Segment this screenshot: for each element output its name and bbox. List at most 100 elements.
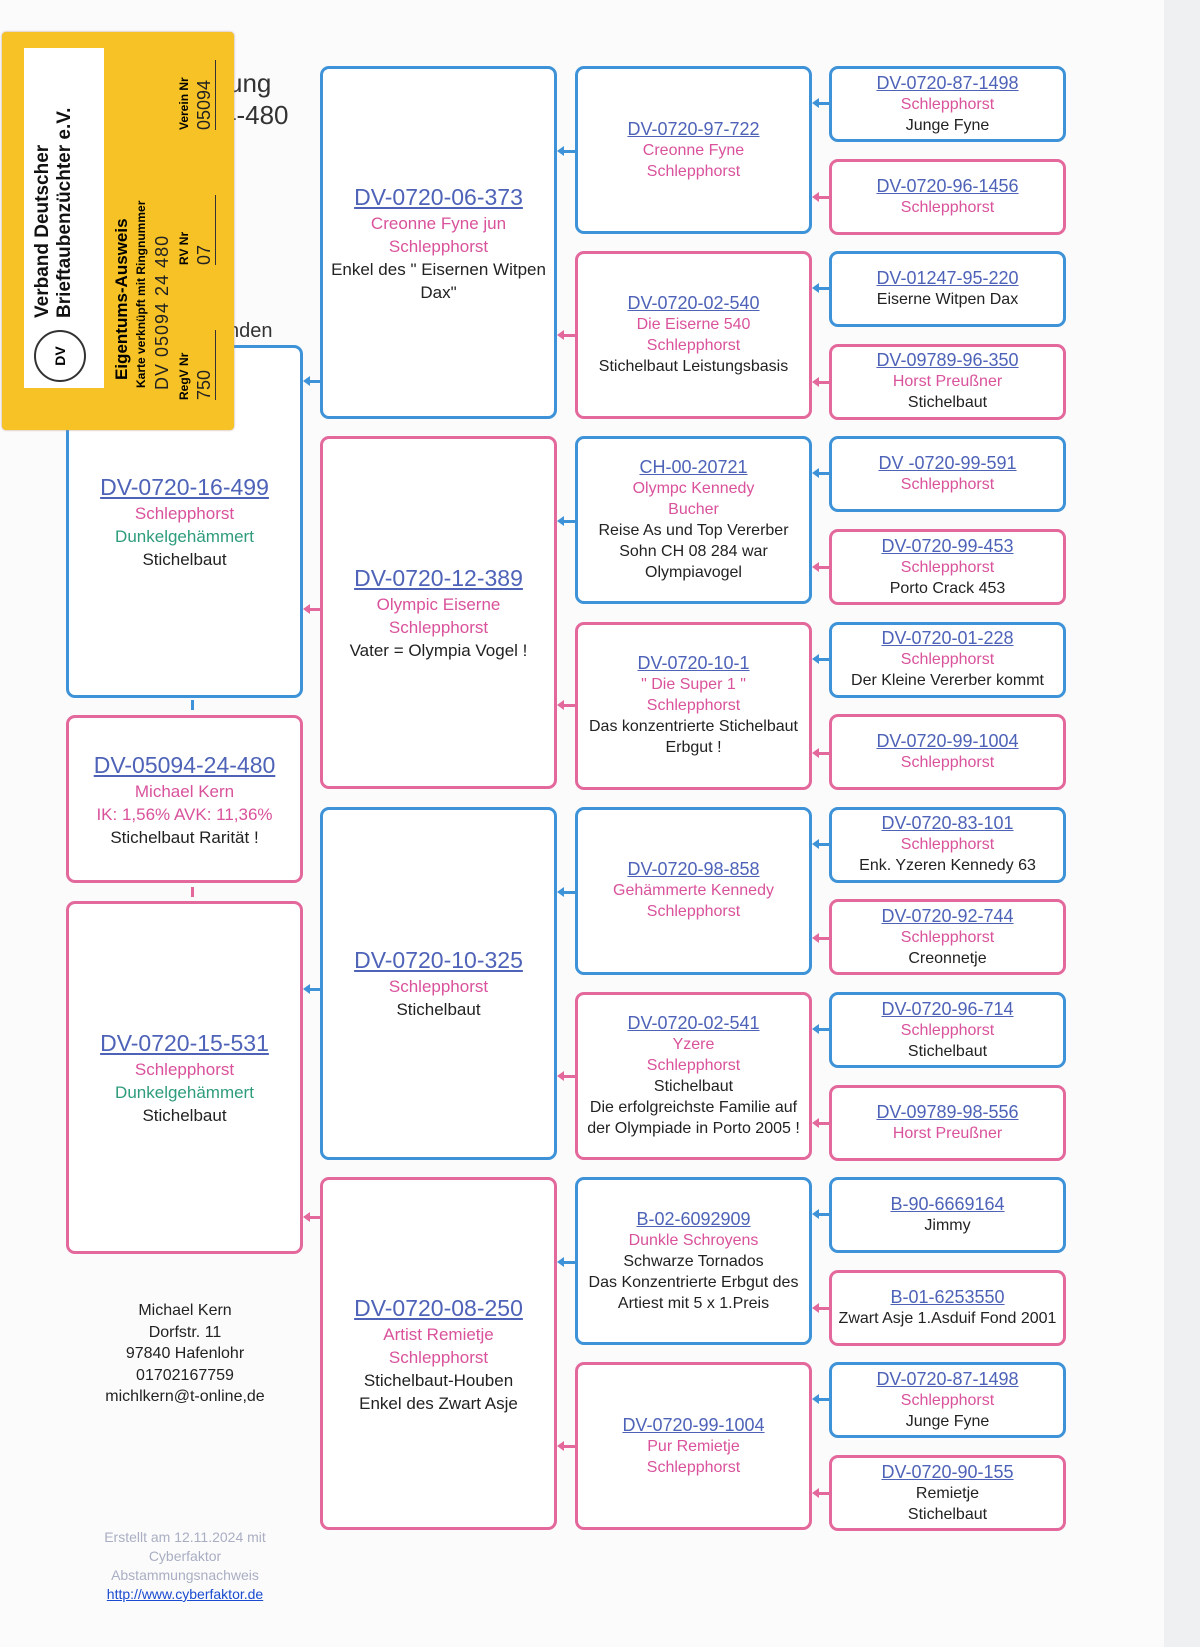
pigeon-info: Der Kleine Vererber kommt — [851, 672, 1044, 690]
ring-number-link[interactable]: DV-0720-83-101 — [881, 813, 1014, 834]
pigeon-info: Schlepphorst — [646, 162, 741, 180]
arrow-icon — [812, 1488, 830, 1499]
header-fragment: nden — [228, 320, 273, 342]
pigeon-info: Schlepphorst — [646, 1458, 741, 1476]
ring-number-link[interactable]: DV-0720-06-373 — [354, 183, 523, 210]
dv-logo-icon: DV — [34, 330, 86, 382]
arrow-icon — [303, 604, 321, 614]
pigeon-info: Vater = Olympia Vogel ! — [349, 641, 528, 661]
arrow-icon — [812, 1209, 830, 1220]
ring-number-link[interactable]: DV-0720-15-531 — [100, 1030, 269, 1056]
pigeon-info: Schlepphorst — [900, 754, 995, 772]
pigeon-info: Olympic Eiserne — [376, 595, 501, 615]
ring-number-link[interactable]: DV-0720-16-499 — [100, 474, 269, 500]
pigeon-info: Enk. Yzeren Kennedy 63 — [859, 857, 1036, 875]
ring-number-link[interactable]: DV-0720-87-1498 — [876, 72, 1019, 93]
pigeon-info: Das Konzentrierte Erbgut des Artiest mit… — [588, 1273, 799, 1312]
pigeon-info: Die erfolgreichste Familie auf der Olymp… — [587, 1099, 800, 1137]
ring-number-link[interactable]: DV-0720-08-250 — [354, 1294, 523, 1321]
card-header: DV Verband Deutscher Brieftaubenzüchter … — [24, 48, 104, 388]
ring-number-link[interactable]: DV-0720-87-1498 — [876, 1368, 1019, 1389]
card-verein-label: Verein Nr — [177, 77, 191, 130]
arrow-icon — [303, 376, 321, 386]
card-ring: DV 05094 24 480 — [152, 234, 172, 390]
ring-number-link[interactable]: B-01-6253550 — [890, 1286, 1005, 1307]
card-regv: 750 — [194, 330, 216, 400]
pigeon-info: Stichelbaut — [653, 1078, 734, 1095]
pigeon-info: Stichelbaut Rarität ! — [110, 827, 259, 847]
ring-number-link[interactable]: DV-0720-90-155 — [881, 1461, 1014, 1482]
pigeon-info: Stichelbaut — [142, 1106, 227, 1125]
ring-number-link[interactable]: DV-0720-99-1004 — [876, 731, 1019, 752]
ring-number-link[interactable]: CH-00-20721 — [639, 457, 748, 478]
ring-number-link[interactable]: DV-0720-02-540 — [627, 293, 760, 314]
pigeon-info: Die Eiserne 540 — [636, 316, 751, 334]
ring-number-link[interactable]: DV-09789-96-350 — [876, 350, 1019, 371]
ring-number-link[interactable]: DV-0720-92-744 — [881, 905, 1014, 926]
ring-number-link[interactable]: DV-0720-96-1456 — [876, 175, 1019, 196]
arrow-icon — [812, 1303, 830, 1314]
contact-email: michlkern@t-online,de — [105, 1388, 265, 1405]
pigeon-info: Schlepphorst — [900, 558, 995, 576]
ring-number-link[interactable]: DV-0720-10-1 — [637, 653, 750, 674]
ring-number-link[interactable]: DV-0720-12-389 — [354, 565, 523, 592]
arrow-icon — [557, 330, 575, 340]
pigeon-info: Junge Fyne — [905, 116, 990, 134]
ring-number-link[interactable]: DV-0720-97-722 — [627, 118, 760, 139]
pigeon-info: Schlepphorst — [646, 697, 741, 715]
pigeon-info: Dunkelgehämmert — [115, 1083, 254, 1102]
ring-number-link[interactable]: DV-0720-98-858 — [627, 859, 760, 880]
ring-number-link[interactable]: DV-09789-98-556 — [876, 1101, 1019, 1122]
ring-number-link[interactable]: DV-0720-99-453 — [881, 535, 1014, 556]
ring-number-link[interactable]: DV-0720-01-228 — [881, 628, 1014, 649]
ring-number-link[interactable]: DV-0720-10-325 — [354, 947, 523, 974]
pigeon-info: Schlepphorst — [900, 836, 995, 854]
ring-number-link[interactable]: DV-0720-96-714 — [881, 998, 1014, 1019]
ring-number-link[interactable]: DV-01247-95-220 — [876, 268, 1019, 289]
ring-number-link[interactable]: B-90-6669164 — [890, 1194, 1005, 1215]
card-rv-label: RV Nr — [177, 231, 191, 265]
ring-number-link[interactable]: DV -0720-99-591 — [878, 453, 1017, 474]
pigeon-info: Michael Kern — [134, 781, 235, 801]
ring-number-link[interactable]: DV-0720-99-1004 — [622, 1414, 765, 1435]
footer-link[interactable]: http://www.cyberfaktor.de — [106, 1586, 264, 1602]
ring-number-link[interactable]: B-02-6092909 — [636, 1208, 751, 1229]
card-rv: 07 — [194, 195, 216, 265]
pigeon-info: Schlepphorst — [134, 504, 235, 523]
card-verein: 05094 — [194, 60, 216, 130]
ring-number-link[interactable]: DV-0720-02-541 — [627, 1013, 760, 1033]
ring-number-link[interactable]: DV-05094-24-480 — [93, 751, 276, 778]
pigeon-info: Schlepphorst — [388, 977, 489, 997]
